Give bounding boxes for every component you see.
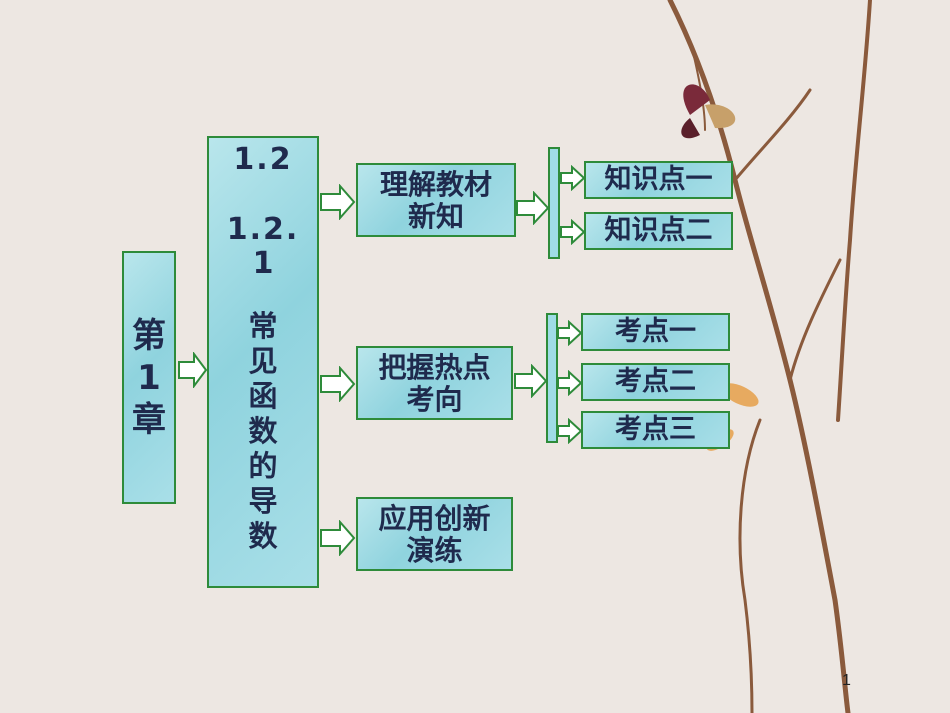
module-label: 应用创新演练 [378, 502, 491, 567]
arrow-section-to-module-1 [320, 184, 356, 220]
knowledge-point-2: 知识点二 [584, 212, 733, 250]
arrow-section-to-module-3 [320, 520, 356, 556]
section-number-2: 1.2. [226, 212, 300, 247]
chapter-label: 第1章 [132, 316, 166, 440]
butterfly-icon [681, 84, 736, 139]
exam-point-3: 考点三 [581, 411, 730, 449]
chapter-box: 第1章 [122, 251, 176, 504]
knowledge-point-1: 知识点一 [584, 161, 733, 199]
section-number-1: 1.2 [233, 142, 293, 177]
page-number: 1 [842, 672, 851, 689]
exam-point-label: 考点二 [615, 366, 696, 397]
arrow-chapter-to-section [178, 352, 208, 388]
exam-point-label: 考点三 [615, 414, 696, 445]
section-box: 1.2 1.2. 1 常见函数的导数 [207, 136, 319, 588]
section-number-3: 1 [252, 246, 274, 281]
bracket-module-1 [548, 147, 560, 259]
arrow-to-exam-point-2 [557, 370, 583, 396]
module-label: 把握热点考向 [378, 351, 491, 416]
exam-point-2: 考点二 [581, 363, 730, 401]
arrow-to-exam-point-1 [557, 320, 583, 346]
arrow-to-exam-point-3 [557, 418, 583, 444]
exam-point-label: 考点一 [615, 316, 696, 347]
arrow-to-knowledge-2 [560, 219, 586, 245]
knowledge-point-label: 知识点一 [604, 164, 713, 195]
knowledge-point-label: 知识点二 [604, 215, 713, 246]
section-title: 常见函数的导数 [248, 309, 278, 553]
module-box-understand: 理解教材新知 [356, 163, 516, 237]
module-label: 理解教材新知 [379, 168, 492, 233]
arrow-section-to-module-2 [320, 366, 356, 402]
module-box-hotspots: 把握热点考向 [356, 346, 513, 420]
arrow-module-1-to-bracket [516, 191, 550, 225]
exam-point-1: 考点一 [581, 313, 730, 351]
module-box-practice: 应用创新演练 [356, 497, 513, 571]
arrow-module-2-to-bracket [514, 364, 548, 398]
arrow-to-knowledge-1 [560, 165, 586, 191]
